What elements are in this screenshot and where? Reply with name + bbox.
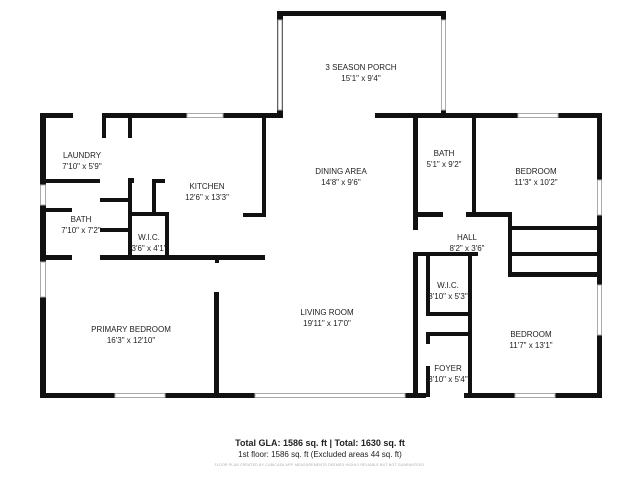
- room-size: 3'10" x 5'4": [428, 375, 468, 384]
- room-name: W.I.C.: [437, 281, 459, 290]
- room-size: 3'10" x 5'3": [428, 292, 468, 301]
- room-size: 7'10" x 5'9": [62, 162, 102, 171]
- room-name: BEDROOM: [510, 330, 552, 339]
- room-label-dining-area: DINING AREA 14'8" x 9'6": [315, 166, 367, 188]
- room-name: KITCHEN: [189, 182, 225, 191]
- room-size: 3'6" x 4'1": [131, 244, 167, 253]
- room-size: 12'6" x 13'3": [185, 193, 229, 202]
- room-name: HALL: [456, 233, 478, 242]
- room-size: 15'1" x 9'4": [341, 74, 381, 83]
- room-label-bedroom-upper: BEDROOM 11'3" x 10'2": [514, 166, 557, 188]
- total-area: Total GLA: 1586 sq. ft | Total: 1630 sq.…: [235, 438, 405, 448]
- room-label-porch: 3 SEASON PORCH 15'1" x 9'4": [325, 62, 396, 84]
- room-label-laundry: LAUNDRY 7'10" x 5'9": [62, 150, 101, 172]
- room-name: FOYER: [434, 364, 462, 373]
- room-name: W.I.C.: [138, 233, 160, 242]
- room-size: 19'11" x 17'0": [303, 319, 351, 328]
- room-size: 14'8" x 9'6": [321, 178, 361, 187]
- room-size: 5'1" x 9'2": [426, 160, 462, 169]
- room-label-hall: HALL 8'2" x 3'6": [450, 232, 485, 254]
- room-label-foyer: FOYER 3'10" x 5'4": [428, 363, 467, 385]
- room-size: 11'3" x 10'2": [514, 178, 558, 187]
- room-name: BEDROOM: [515, 167, 557, 176]
- walls: [40, 11, 602, 398]
- room-label-bath-right: BATH 5'1" x 9'2": [427, 148, 462, 170]
- room-label-wic-right: W.I.C. 3'10" x 5'3": [428, 280, 467, 302]
- room-size: 11'7" x 13'1": [509, 341, 553, 350]
- room-name: 3 SEASON PORCH: [325, 63, 397, 72]
- room-name: LIVING ROOM: [300, 308, 354, 317]
- room-name: BATH: [433, 149, 455, 158]
- room-label-living-room: LIVING ROOM 19'11" x 17'0": [300, 307, 353, 329]
- room-name: DINING AREA: [315, 167, 367, 176]
- room-size: 7'10" x 7'2": [61, 226, 101, 235]
- room-name: PRIMARY BEDROOM: [91, 325, 171, 334]
- room-label-bedroom-lower: BEDROOM 11'7" x 13'1": [509, 329, 552, 351]
- credit-text: FLOOR PLAN CREATED BY CUBICASA APP. MEAS…: [214, 463, 426, 467]
- floor-area: 1st floor: 1586 sq. ft (Excluded areas 4…: [238, 450, 402, 459]
- room-name: LAUNDRY: [62, 151, 102, 160]
- room-label-bath-left: BATH 7'10" x 7'2": [61, 214, 100, 236]
- room-size: 16'3" x 12'10": [106, 336, 156, 345]
- room-label-kitchen: KITCHEN 12'6" x 13'3": [185, 181, 229, 203]
- room-name: BATH: [70, 215, 92, 224]
- windows: [40, 19, 602, 398]
- room-label-primary-bedroom: PRIMARY BEDROOM 16'3" x 12'10": [91, 324, 171, 346]
- room-size: 8'2" x 3'6": [449, 244, 485, 253]
- room-label-wic-left: W.I.C. 3'6" x 4'1": [132, 232, 167, 254]
